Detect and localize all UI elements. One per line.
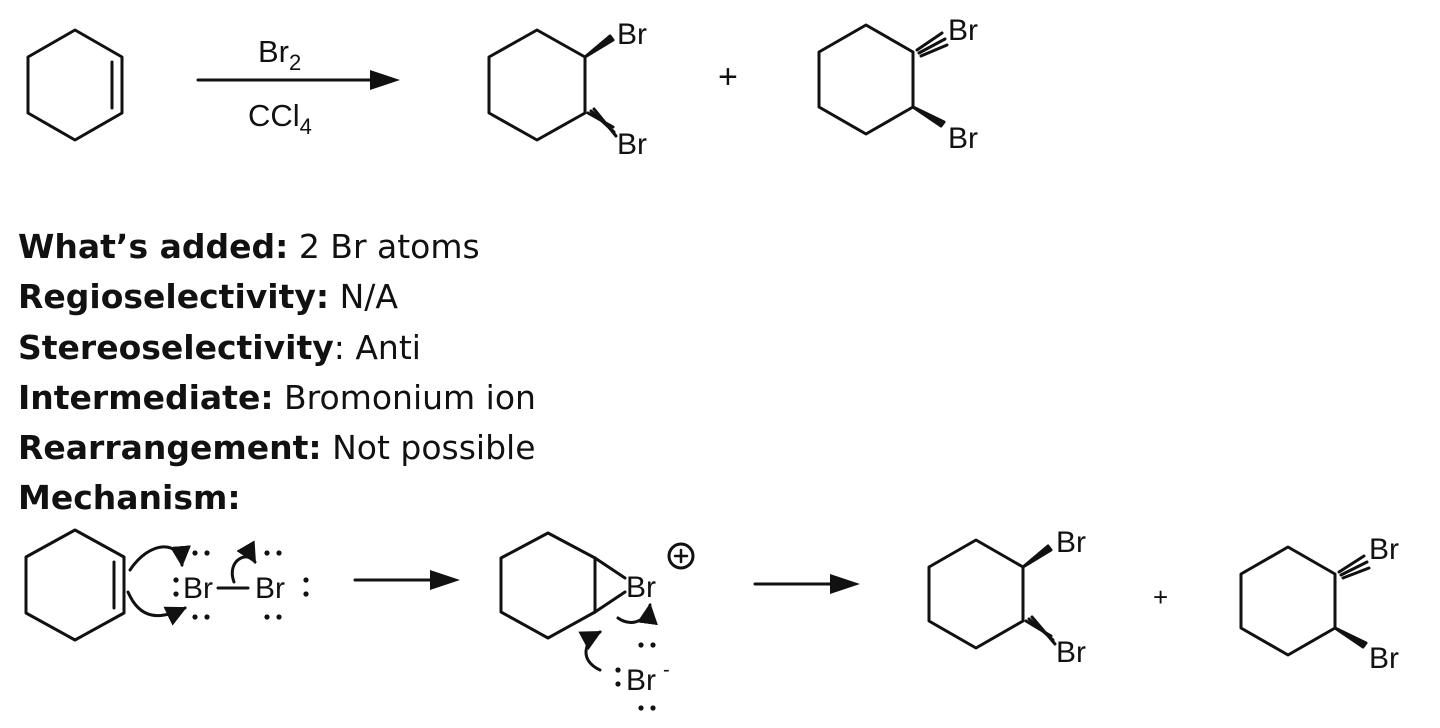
property-intermediate: Intermediate: Bromonium ion — [18, 373, 536, 423]
lone-pair-dots — [173, 550, 656, 711]
curved-arrow-pi-to-br — [126, 540, 257, 626]
atom-label-br: Br — [1369, 642, 1399, 675]
property-value: Bromonium ion — [273, 377, 536, 417]
mech-cyclohexene — [24, 528, 126, 642]
property-key: Intermediate: — [18, 377, 274, 417]
property-value: : Anti — [333, 327, 421, 367]
property-key: Stereoselectivity — [18, 327, 334, 367]
atom-label-br: Br — [617, 128, 647, 161]
trans-dibromide-product-2 — [817, 23, 949, 136]
atom-label-br: Br — [183, 572, 213, 605]
property-key: Mechanism: — [18, 478, 241, 518]
property-value: 2 Br atoms — [288, 227, 480, 266]
atom-label-br: Br — [1056, 636, 1086, 669]
solvent-label: CCl4 — [248, 98, 312, 139]
mech-arrow-2 — [753, 574, 860, 594]
atom-label-br: Br — [948, 14, 978, 47]
atom-label-br: Br — [255, 572, 285, 605]
property-rearrangement: Rearrangement: Not possible — [18, 423, 536, 473]
property-stereoselectivity: Stereoselectivity: Anti — [18, 323, 536, 373]
solvent-text: CCl4 — [248, 98, 312, 139]
mech-arrow-1 — [353, 570, 460, 590]
plus-sign: + — [1153, 582, 1168, 612]
atom-label-br: Br — [617, 18, 647, 51]
reagent-label: Br2 — [258, 34, 301, 75]
property-mechanism: Mechanism: — [18, 473, 536, 523]
atom-label-br: Br — [1369, 533, 1399, 566]
cyclohexene-reactant — [26, 28, 124, 142]
property-key: Rearrangement: — [18, 428, 322, 468]
property-value: N/A — [329, 277, 398, 317]
bromonium-ion — [499, 531, 695, 640]
property-regioselectivity: Regioselectivity: N/A — [18, 272, 536, 322]
bromide-charge: - — [663, 659, 670, 681]
reaction-properties: What’s added: 2 Br atoms Regioselectivit… — [18, 222, 536, 524]
trans-dibromide-product-1 — [487, 28, 618, 142]
property-value: Not possible — [321, 428, 536, 468]
property-key: What’s added: — [18, 227, 289, 266]
mech-product-2 — [1239, 545, 1371, 657]
property-key: Regioselectivity: — [18, 277, 330, 317]
bromonium-br-label: Br — [626, 571, 656, 604]
plus-sign: + — [718, 58, 738, 96]
curved-arrow-bromide-attack — [578, 602, 658, 672]
mech-product-1 — [927, 538, 1057, 650]
reagent-text: Br2 — [258, 34, 301, 75]
atom-label-br: Br — [1056, 526, 1086, 559]
property-added: What’s added: 2 Br atoms — [18, 222, 536, 272]
atom-label-br: Br — [948, 122, 978, 155]
reaction-arrow — [196, 70, 400, 90]
bromide-anion-label: Br — [626, 664, 656, 697]
